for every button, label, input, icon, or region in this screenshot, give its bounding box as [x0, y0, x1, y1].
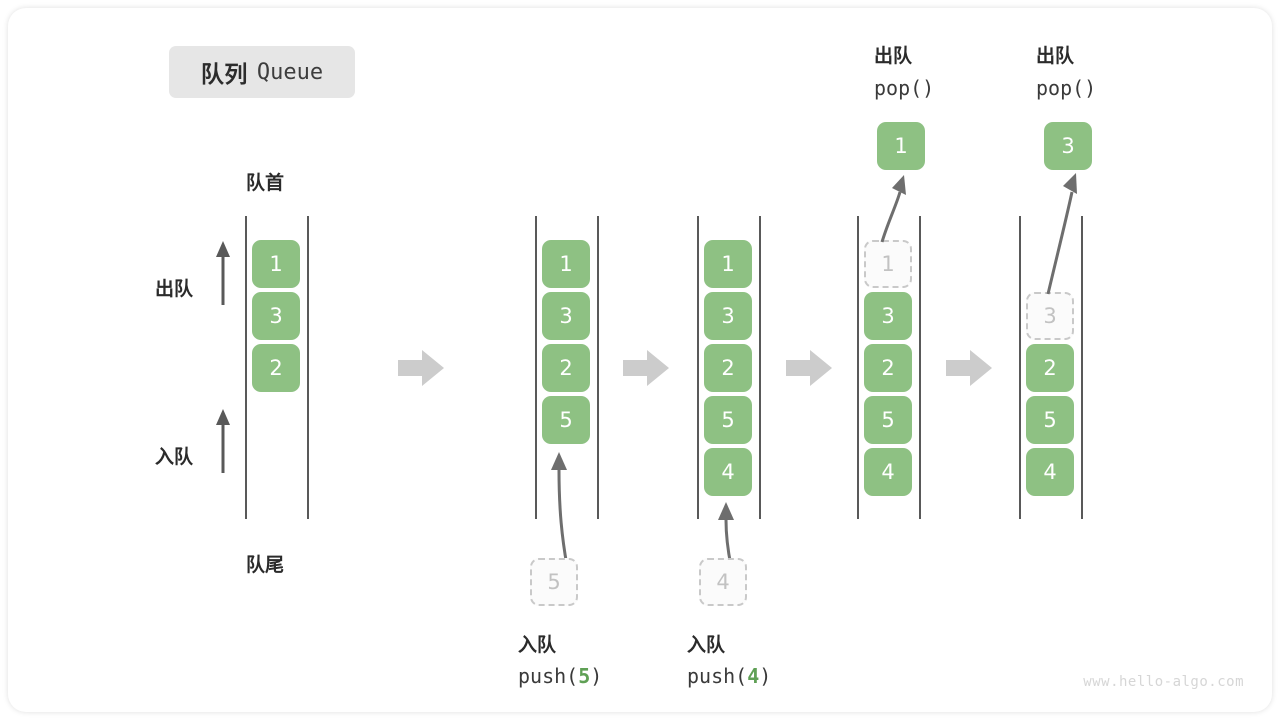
queue-column-after-pop-1: 1 3 2 5 4	[857, 216, 921, 519]
queue-rail-left	[857, 216, 859, 519]
queue-cell: 3	[542, 292, 590, 340]
pop-1-caption-fn: pop()	[874, 76, 935, 100]
title-en: Queue	[256, 59, 324, 85]
step-arrow-icon	[398, 350, 444, 386]
queue-column-after-push-5: 1 3 2 5	[535, 216, 599, 519]
push-4-caption-cn: 入队	[687, 635, 726, 656]
step-arrow-icon	[946, 350, 992, 386]
push-5-fn-open: push(	[518, 664, 579, 688]
dequeue-label: 出队	[155, 279, 194, 300]
queue-cell: 1	[252, 240, 300, 288]
queue-rail-left	[535, 216, 537, 519]
dequeue-arrow-icon	[216, 241, 230, 305]
push-5-fn-close: )	[590, 664, 603, 688]
queue-rail-right	[1081, 216, 1083, 519]
queue-cell: 2	[704, 344, 752, 392]
queue-cell-ghost: 3	[1026, 292, 1074, 340]
queue-rail-right	[307, 216, 309, 519]
queue-rail-left	[697, 216, 699, 519]
queue-cell: 5	[1026, 396, 1074, 444]
push-5-fn-value: 5	[578, 664, 591, 688]
queue-front-label: 队首	[246, 173, 285, 194]
queue-cell: 4	[704, 448, 752, 496]
queue-column-initial: 1 3 2	[245, 216, 309, 519]
queue-cell: 2	[864, 344, 912, 392]
push-4-fn-close: )	[759, 664, 772, 688]
queue-cell: 5	[864, 396, 912, 444]
push-4-fn-value: 4	[747, 664, 760, 688]
push-4-fn-open: push(	[687, 664, 748, 688]
enqueue-arrow-icon	[216, 409, 230, 473]
queue-cell: 1	[704, 240, 752, 288]
queue-cell: 4	[864, 448, 912, 496]
step-arrow-icon	[623, 350, 669, 386]
queue-column-after-push-4: 1 3 2 5 4	[697, 216, 761, 519]
push-4-caption-fn: push(4)	[687, 664, 771, 688]
push-4-ghost-cell: 4	[699, 558, 747, 606]
queue-cell: 3	[864, 292, 912, 340]
queue-cell: 2	[252, 344, 300, 392]
push-5-caption-cn: 入队	[518, 635, 557, 656]
pop-2-caption-fn: pop()	[1036, 76, 1097, 100]
push-5-ghost-cell: 5	[530, 558, 578, 606]
pop-2-caption-cn: 出队	[1036, 46, 1075, 67]
queue-rail-right	[759, 216, 761, 519]
queue-cell: 5	[542, 396, 590, 444]
queue-cell: 4	[1026, 448, 1074, 496]
queue-rail-right	[919, 216, 921, 519]
pop-1-caption-cn: 出队	[874, 46, 913, 67]
queue-cell: 3	[252, 292, 300, 340]
queue-rail-right	[597, 216, 599, 519]
diagram-card: 队列 Queue 队首 队尾 出队 入队 1 3 2 1 3 2 5	[8, 8, 1272, 712]
queue-cell-ghost: 1	[864, 240, 912, 288]
queue-cell: 2	[542, 344, 590, 392]
title-cn: 队列	[200, 61, 248, 87]
enqueue-label: 入队	[155, 447, 194, 468]
site-watermark: www.hello-algo.com	[1083, 674, 1244, 690]
queue-column-after-pop-3: 3 2 5 4	[1019, 216, 1083, 519]
diagram-title-badge: 队列 Queue	[169, 46, 355, 98]
queue-cell: 3	[704, 292, 752, 340]
popped-value-cell: 1	[877, 122, 925, 170]
queue-cell: 1	[542, 240, 590, 288]
push-5-caption-fn: push(5)	[518, 664, 602, 688]
queue-cell: 2	[1026, 344, 1074, 392]
queue-rail-left	[1019, 216, 1021, 519]
queue-rail-left	[245, 216, 247, 519]
popped-value-cell: 3	[1044, 122, 1092, 170]
step-arrow-icon	[786, 350, 832, 386]
queue-cell: 5	[704, 396, 752, 444]
queue-rear-label: 队尾	[246, 555, 285, 576]
